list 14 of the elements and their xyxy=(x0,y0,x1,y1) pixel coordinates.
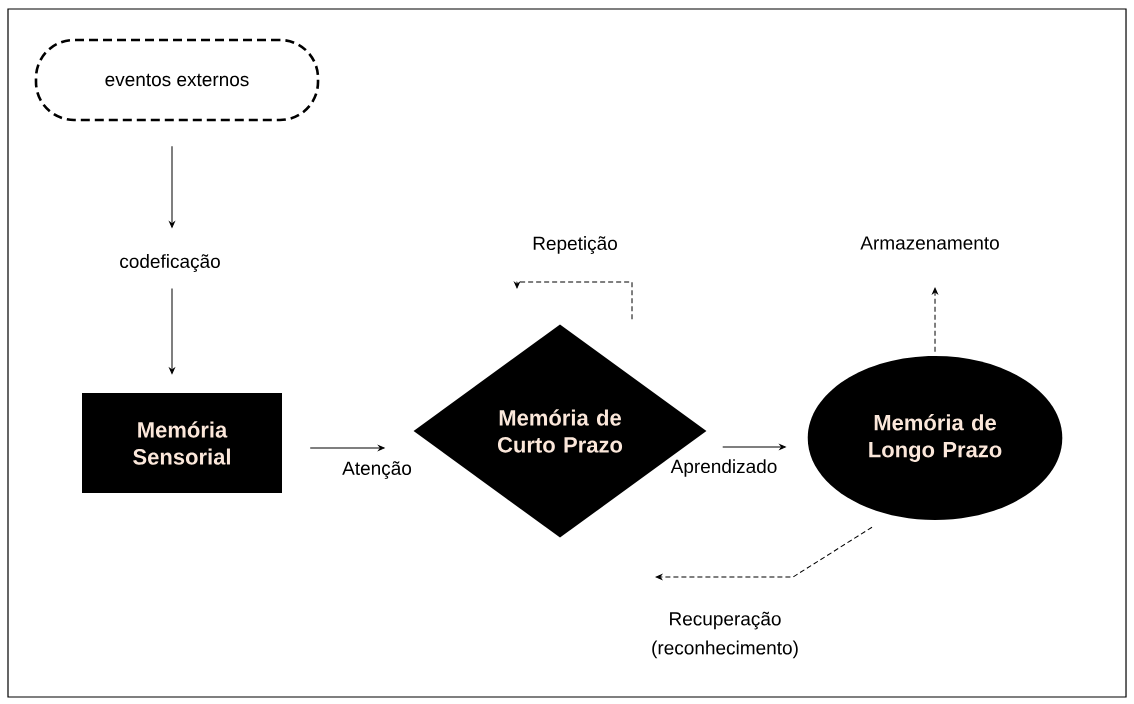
arrow xyxy=(514,281,633,320)
process-box: Memória Sensorial xyxy=(82,393,282,493)
arrow xyxy=(932,287,938,353)
edge-label: Atenção xyxy=(342,461,412,479)
arrow xyxy=(169,287,175,375)
arrow xyxy=(722,444,786,450)
rounded-box: eventos externos xyxy=(34,38,320,122)
edge-label: Repetição xyxy=(533,236,617,254)
arrow xyxy=(655,526,873,580)
arrow xyxy=(309,445,385,451)
arrow xyxy=(169,145,175,228)
step-label: codeficação xyxy=(120,254,220,272)
edge-label: Armazenamento xyxy=(860,236,999,250)
edge-label: Recuperação (reconhecimento) xyxy=(652,611,798,659)
